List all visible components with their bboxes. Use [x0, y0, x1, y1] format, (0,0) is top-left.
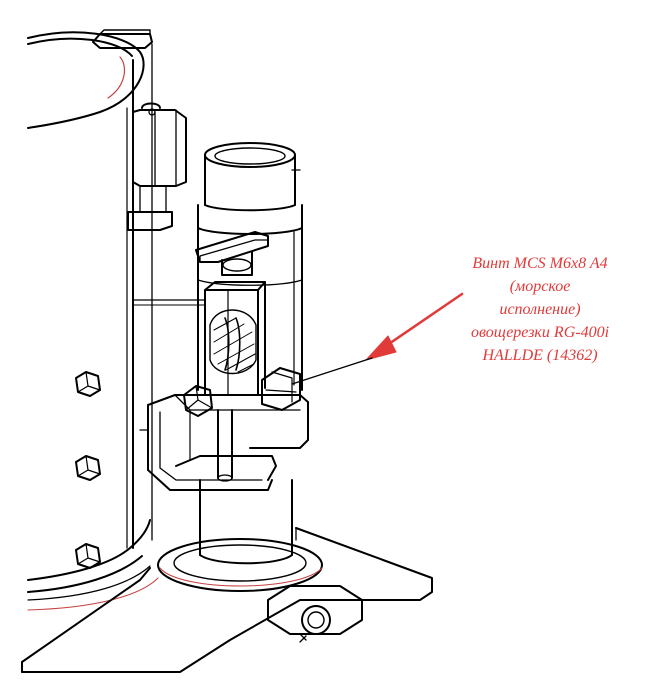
t-handle-knob: [195, 231, 269, 276]
callout-label: Винт MCS M6x8 A4 (морское исполнение) ов…: [430, 252, 650, 367]
top-clip: [92, 29, 153, 49]
clamp-block: [204, 281, 266, 396]
callout-line-4: овощерезки RG-400i: [470, 324, 610, 341]
callout-arrow: [365, 292, 464, 361]
latch-bracket: [127, 102, 187, 231]
column-cylinder: [197, 142, 303, 565]
housing-nut-3: [75, 543, 101, 569]
callout-line-1: Винт MCS M6x8 A4: [472, 255, 608, 272]
mounting-bracket: [139, 367, 309, 491]
callout-line-5: HALLDE (14362): [482, 347, 598, 364]
base-plate: [21, 527, 433, 673]
housing-nut-1: [75, 371, 101, 397]
housing-cylinder: [27, 31, 206, 611]
callout-line-3: исполнение): [499, 301, 581, 318]
housing-nut-2: [75, 455, 101, 481]
callout-line-2: (морское: [509, 278, 571, 295]
leader-line: [291, 357, 373, 385]
hinge-knuckle: [267, 585, 363, 643]
